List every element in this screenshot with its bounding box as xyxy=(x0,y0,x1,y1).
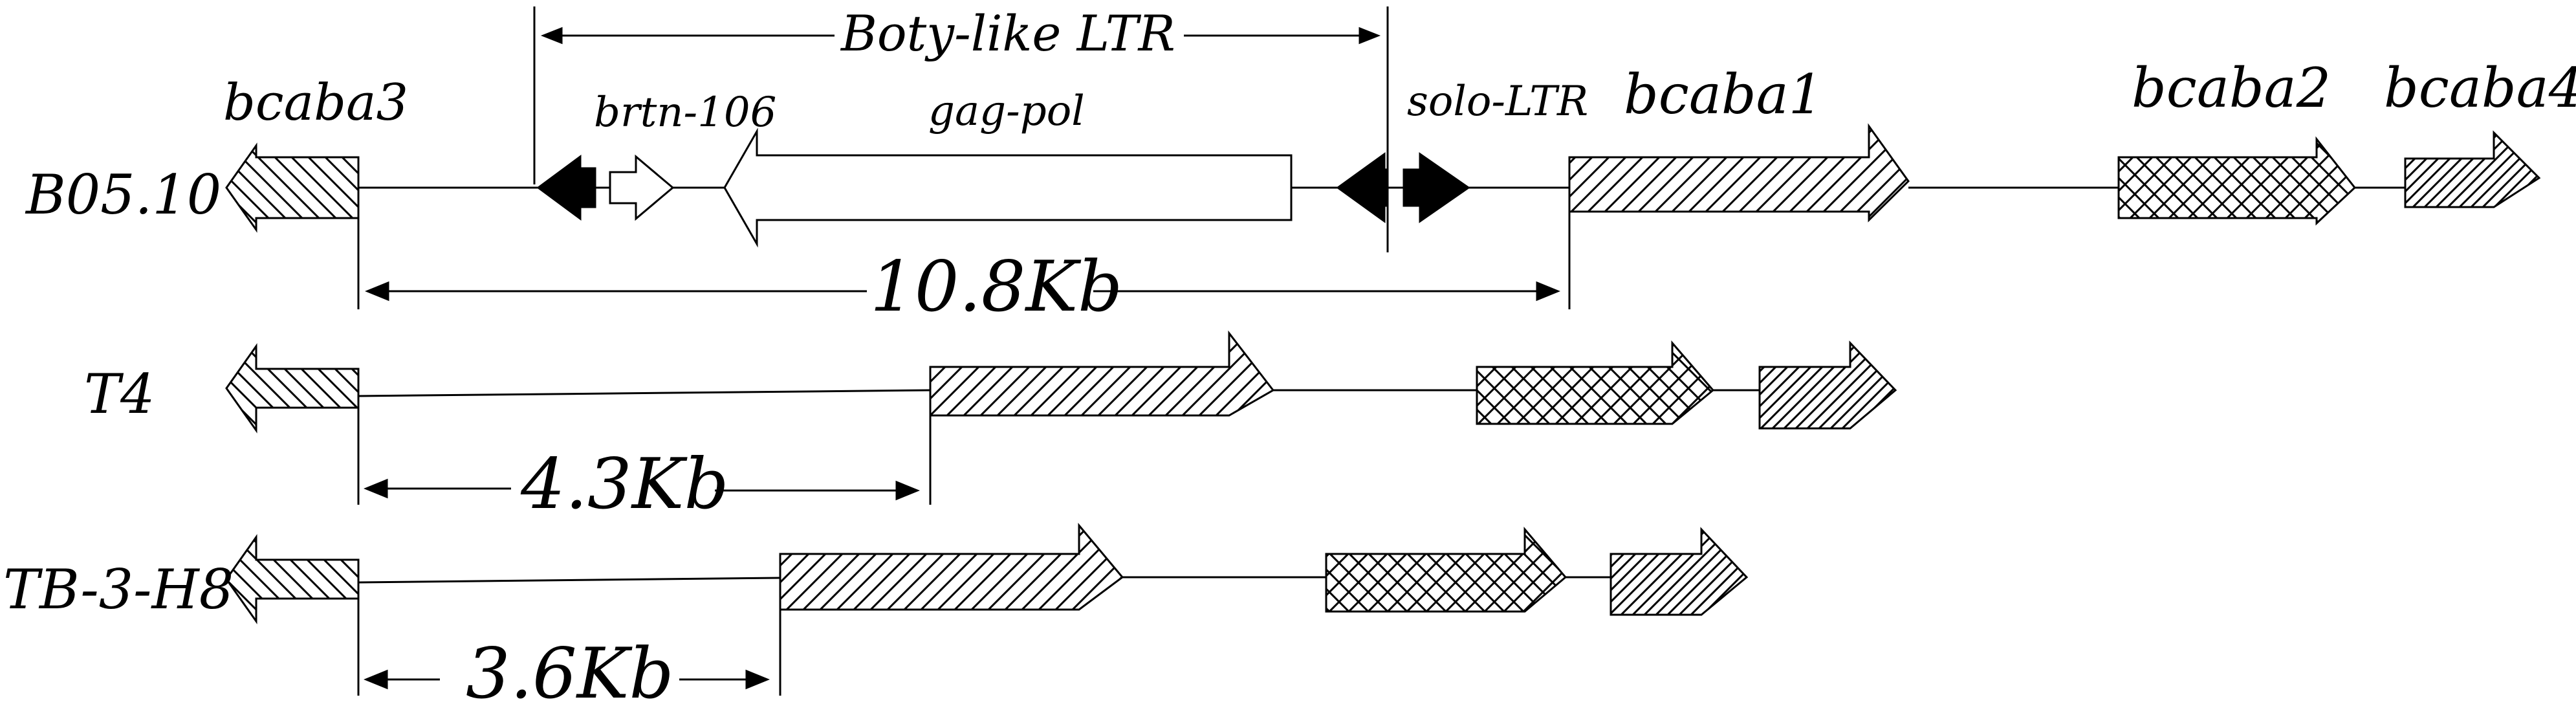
gene-bcaba3-arrow xyxy=(225,142,360,233)
row-tb3h8 xyxy=(225,522,1749,696)
strain-label-b0510: B05.10 xyxy=(25,163,221,226)
gene-label-bcaba3: bcaba3 xyxy=(223,74,408,132)
element-label-brtn-106: brtn-106 xyxy=(594,89,776,137)
tb3h8-gene-bcaba1-arrow xyxy=(779,522,1124,611)
element-label-boty-ltr: Boty-like LTR xyxy=(840,5,1175,62)
element-label-gag-pol: gag-pol xyxy=(928,87,1085,135)
strain-label-tb3h8: TB-3-H8 xyxy=(3,558,234,621)
solo-ltr-black-arrow xyxy=(1419,152,1470,223)
gene-bcaba4-arrow xyxy=(2404,130,2541,208)
tb3h8-backbone-line xyxy=(358,577,781,584)
row-b0510 xyxy=(225,6,2541,309)
gene-label-bcaba2: bcaba2 xyxy=(2132,56,2331,120)
distance-label-4-3: 4.3Kb xyxy=(520,444,729,525)
gene-label-bcaba1: bcaba1 xyxy=(1624,63,1823,126)
gene-label-bcaba4: bcaba4 xyxy=(2384,56,2576,120)
distance-4-3-arrowhead-right xyxy=(895,480,920,501)
ltr-right-black-body-2 xyxy=(1403,168,1423,207)
t4-gene-bcaba4-arrow xyxy=(1758,340,1897,430)
distance-10-8-arrowhead-left xyxy=(365,281,389,302)
ltr-left-black-body xyxy=(568,167,596,208)
distance-4-3-arrowhead-left xyxy=(364,478,388,499)
distance-10-8-arrowhead-right xyxy=(1536,281,1560,302)
tb3h8-gene-bcaba4-arrow xyxy=(1610,527,1749,616)
row-t4 xyxy=(225,330,1897,505)
ltr-right-black-body-1 xyxy=(1370,168,1387,207)
boty-ltr-arrowhead-left xyxy=(540,27,563,45)
strain-label-t4: T4 xyxy=(84,362,155,426)
t4-gene-bcaba1-arrow xyxy=(929,330,1275,417)
element-label-solo-ltr: solo-LTR xyxy=(1407,78,1588,126)
gene-bcaba2-arrow xyxy=(2117,136,2357,226)
brtn-106-arrow xyxy=(609,154,675,221)
t4-gene-bcaba3-arrow xyxy=(225,343,360,434)
gene-bcaba1-arrow xyxy=(1568,123,1910,223)
distance-3-6-arrowhead-right xyxy=(745,669,770,690)
tb3h8-gene-bcaba2-arrow xyxy=(1325,526,1567,613)
t4-backbone-line xyxy=(358,389,931,397)
gag-pol-arrow xyxy=(723,127,1293,248)
labels: B05.10 T4 TB-3-H8 bcaba3 bcaba1 bcaba2 b… xyxy=(3,5,2576,714)
distance-3-6-arrowhead-left xyxy=(364,669,388,690)
boty-ltr-arrowhead-right xyxy=(1359,27,1381,45)
tb3h8-gene-bcaba3-arrow xyxy=(225,534,360,624)
distance-label-3-6: 3.6Kb xyxy=(466,634,674,714)
distance-label-10-8: 10.8Kb xyxy=(870,247,1122,327)
t4-gene-bcaba2-arrow xyxy=(1476,340,1715,425)
